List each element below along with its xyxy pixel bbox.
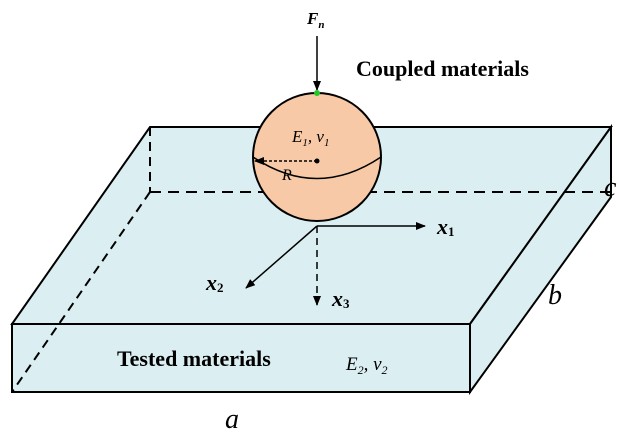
coupled-materials-title: Coupled materials — [356, 56, 529, 81]
dimension-c-label: c — [604, 172, 617, 203]
dimension-b-label: b — [548, 280, 562, 311]
x2-axis-label: x2 — [205, 270, 224, 295]
contact-point — [314, 90, 320, 96]
plate-front-face — [11, 323, 471, 393]
x2-axis-arrow — [245, 225, 318, 289]
hidden-edge-diagonal — [11, 191, 151, 393]
dimension-a-label: a — [225, 404, 239, 435]
sphere — [252, 92, 382, 222]
tested-properties-label: E2, ν2 — [345, 354, 388, 377]
radius-label: R — [281, 167, 292, 184]
force-label: Fn — [306, 9, 324, 31]
sphere-properties-label: E1, ν1 — [291, 127, 329, 149]
sphere-equator — [252, 156, 382, 180]
x3-axis-label: x3 — [331, 286, 350, 311]
x1-axis-label: x1 — [436, 214, 455, 239]
tested-materials-title: Tested materials — [117, 346, 271, 371]
